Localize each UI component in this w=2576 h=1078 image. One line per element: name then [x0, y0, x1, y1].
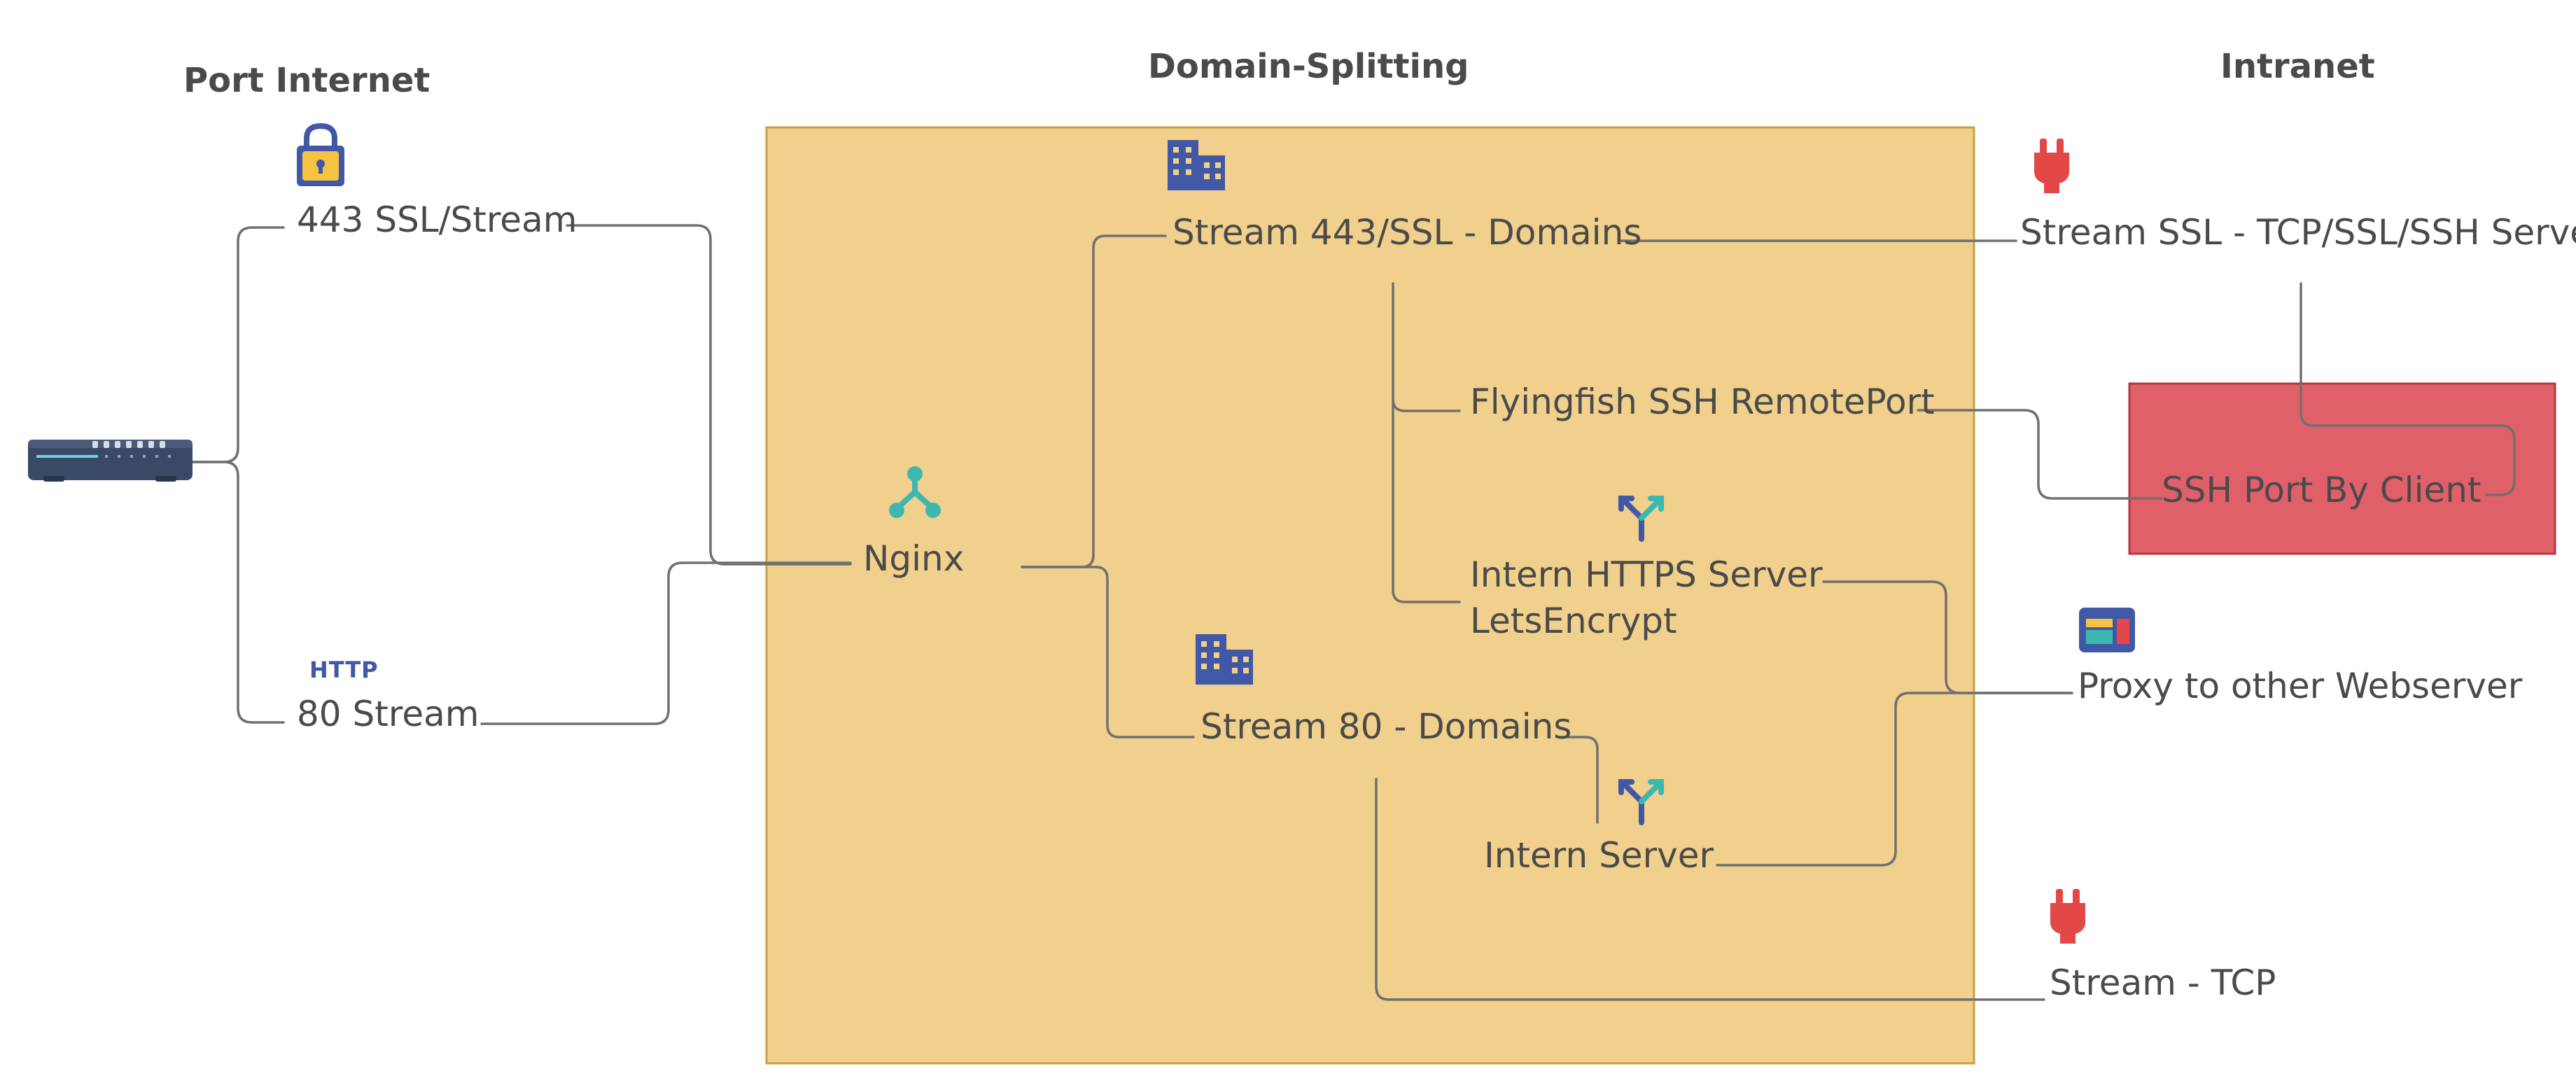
zone-label-port-internet: Port Internet	[183, 61, 430, 100]
zone-label-intranet: Intranet	[2220, 47, 2375, 86]
node-stream-tcp: Stream - TCP	[2050, 962, 2276, 1003]
connector-intern-server-to-proxy	[1716, 692, 2073, 867]
split-arrows-icon	[1618, 496, 1664, 542]
connector-443-domains-to-intern-https	[1392, 398, 1461, 603]
connector-80-domains-to-intern-server	[1558, 736, 1599, 824]
browser-window-icon	[2079, 608, 2135, 652]
node-nginx: Nginx	[863, 538, 965, 579]
node-intern-server: Intern Server	[1484, 835, 1714, 876]
building-icon	[1196, 634, 1253, 685]
node-ssh-port-by-client: SSH Port By Client	[2162, 470, 2482, 510]
connector-flyingfish-to-ssh-client	[1917, 409, 2163, 500]
node-flyingfish-ssh: Flyingfish SSH RemotePort	[1470, 382, 1935, 422]
connector-80-to-nginx	[480, 561, 852, 725]
node-80-stream: 80 Stream	[297, 694, 479, 734]
router-icon	[28, 440, 192, 482]
lock-icon	[297, 122, 344, 186]
connector-nginx-to-80-domains	[1021, 566, 1195, 738]
node-intern-https-server: Intern HTTPS Server LetsEncrypt	[1470, 554, 1823, 641]
connector-router-to-443	[191, 226, 285, 463]
power-plug-icon	[2034, 139, 2069, 193]
connector-router-to-80	[191, 461, 285, 724]
node-proxy-other-webserver: Proxy to other Webserver	[2078, 666, 2523, 706]
connector-stream-ssl-to-ssh-client	[2300, 282, 2516, 496]
network-branch-icon	[889, 466, 941, 518]
domain-splitting-zone	[765, 126, 1975, 1065]
node-stream-ssl-tcp-ssh: Stream SSL - TCP/SSL/SSH Server	[2020, 212, 2576, 253]
zone-label-domain-splitting: Domain-Splitting	[1148, 47, 1469, 86]
node-stream-80-domains: Stream 80 - Domains	[1200, 706, 1572, 747]
connector-80-domains-to-stream-tcp	[1375, 778, 2045, 1001]
power-plug-icon	[2050, 889, 2085, 944]
http-icon: HTTP	[309, 657, 379, 683]
split-arrows-icon	[1618, 779, 1664, 825]
building-icon	[1168, 140, 1225, 190]
node-stream-443-domains: Stream 443/SSL - Domains	[1172, 212, 1642, 253]
ssh-port-box	[2128, 382, 2556, 555]
node-443-ssl-stream: 443 SSL/Stream	[297, 200, 578, 240]
